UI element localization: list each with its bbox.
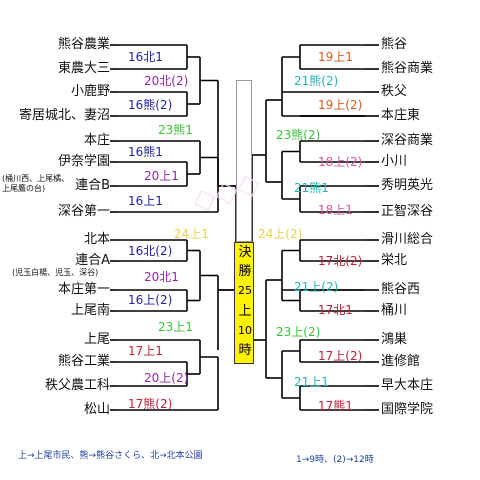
left-first-round-game: 20北1 [144,270,179,284]
left-team-name: 深谷第一 [57,204,110,219]
left-team-name: 上尾南 [70,303,110,318]
right-first-round-game: 18上1 [318,203,353,217]
final-box: 決勝 25 上 10 時 [234,242,254,364]
left-team-name: 熊谷工業 [57,354,110,369]
left-team-name: 東農大三 [57,61,110,76]
left-team-name: 本庄 [83,133,110,148]
right-second-round-game: 23熊(2) [276,128,321,142]
right-team-name: 滑川総合 [381,232,434,247]
left-first-round-game: 20北(2) [144,74,189,88]
left-first-round-game: 16北(2) [128,244,173,258]
left-team-name: 連合B [75,178,110,193]
left-first-round-game: 16上(2) [128,293,173,307]
left-first-round-game: 17上1 [128,344,163,358]
right-team-name: 熊谷西 [381,282,421,297]
left-first-round-game: 16熊(2) [128,98,173,112]
right-first-round-game: 18上(2) [318,155,363,169]
right-team-name: 桶川 [381,303,408,318]
right-first-round-game: 21上(2) [294,280,339,294]
right-first-round-game: 17上(2) [318,349,363,363]
left-second-round-game: 23上1 [158,320,193,334]
right-team-name: 深谷商業 [381,133,434,148]
final-label-char: 25 [238,284,252,297]
final-label-char: 時 [238,343,252,358]
right-first-round-game: 21上1 [294,375,329,389]
right-first-round-game: 19上1 [318,50,353,64]
right-team-name: 栄北 [381,253,408,268]
left-team-name: 上尾 [83,332,110,347]
right-team-name: 熊谷商業 [381,61,434,76]
left-first-round-game: 20上1 [144,169,179,183]
final-label-char: 勝 [238,264,252,279]
right-first-round-game: 17熊1 [318,399,353,413]
right-first-round-game: 17北(2) [318,254,363,268]
left-team-name: 松山 [83,402,110,417]
left-team-name: 小鹿野 [70,84,110,99]
left-team-name: 伊奈学園 [57,154,110,169]
right-team-name: 秀明英光 [381,178,434,193]
left-first-round-game: 16北1 [128,50,163,64]
left-semifinal-game: 24上1 [174,227,209,241]
left-team-name: 北本 [83,232,110,247]
left-team-name: 秩父農工科 [44,378,110,393]
left-first-round-game: 20上(2) [144,371,189,385]
left-first-round-game: 16上1 [128,194,163,208]
left-first-round-game: 16熊1 [128,145,163,159]
right-first-round-game: 19上(2) [318,98,363,112]
final-label-char: 決 [238,245,252,260]
right-team-name: 国際学院 [381,402,434,417]
final-label-char: 上 [238,304,252,319]
right-first-round-game: 21熊1 [294,181,329,195]
left-team-note: 上尾鷹の台) [2,184,46,193]
right-team-name: 進修館 [381,354,421,369]
left-team-note: (児玉白楊、児玉、深谷) [12,268,99,277]
right-semifinal-game: 24上(2) [258,227,303,241]
final-upper-column [236,80,252,242]
venue-legend: 上→上尾市民、熊→熊谷さくら、北→北本公園 [18,451,203,461]
left-team-name: 熊谷農業 [57,37,110,52]
right-first-round-game: 17北1 [318,303,353,317]
right-team-name: 小川 [381,154,408,169]
right-team-name: 鴻巣 [381,332,408,347]
time-legend: 1→9時、(2)→12時 [296,455,374,465]
left-team-note: (桶川西、上尾橘、 [2,174,70,183]
right-team-name: 正智深谷 [381,204,434,219]
left-team-name: 連合A [75,253,110,268]
right-team-name: 熊谷 [381,37,408,52]
left-team-name: 寄居城北、妻沼 [18,108,110,123]
right-second-round-game: 23上(2) [276,325,321,339]
right-first-round-game: 21熊(2) [294,74,339,88]
left-second-round-game: 23熊1 [158,123,193,137]
right-team-name: 秩父 [381,84,408,99]
left-first-round-game: 17熊(2) [128,397,173,411]
right-team-name: 早大本庄 [381,378,434,393]
final-label-char: 10 [238,324,252,337]
right-team-name: 本庄東 [381,108,421,123]
left-team-name: 本庄第一 [57,282,110,297]
